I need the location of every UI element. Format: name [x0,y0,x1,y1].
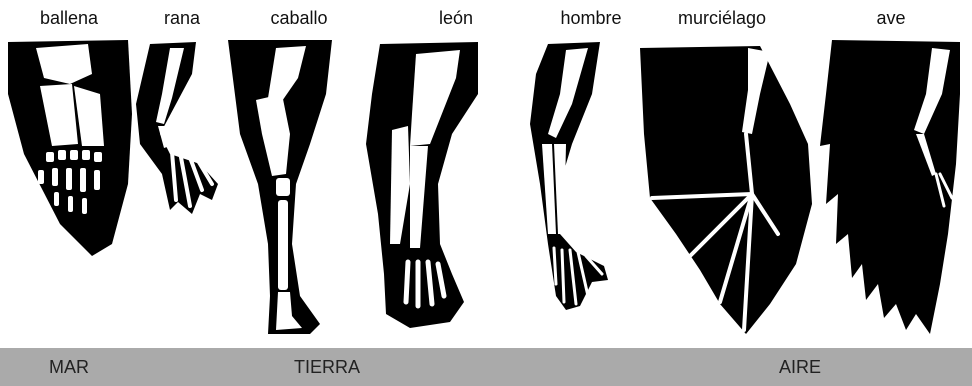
animal-labels: ballena rana caballo león hombre murciél… [0,0,972,36]
bat-wing-illustration [640,46,812,334]
label-hombre: hombre [560,8,621,29]
label-ballena: ballena [40,8,98,29]
human-arm-illustration [530,42,608,310]
label-rana: rana [164,8,200,29]
label-caballo: caballo [270,8,327,29]
habitat-band: MAR TIERRA AIRE [0,348,972,386]
zone-aire: AIRE [779,357,821,378]
label-murcielago: murciélago [678,8,766,29]
whale-flipper-illustration [8,40,132,256]
label-leon: león [439,8,473,29]
frog-limb-illustration [136,42,218,214]
bird-wing-illustration [820,40,960,334]
zone-mar: MAR [49,357,89,378]
lion-limb-illustration [366,42,478,328]
limb-illustrations [0,34,972,344]
zone-tierra: TIERRA [294,357,360,378]
horse-limb-illustration [228,40,332,334]
label-ave: ave [876,8,905,29]
